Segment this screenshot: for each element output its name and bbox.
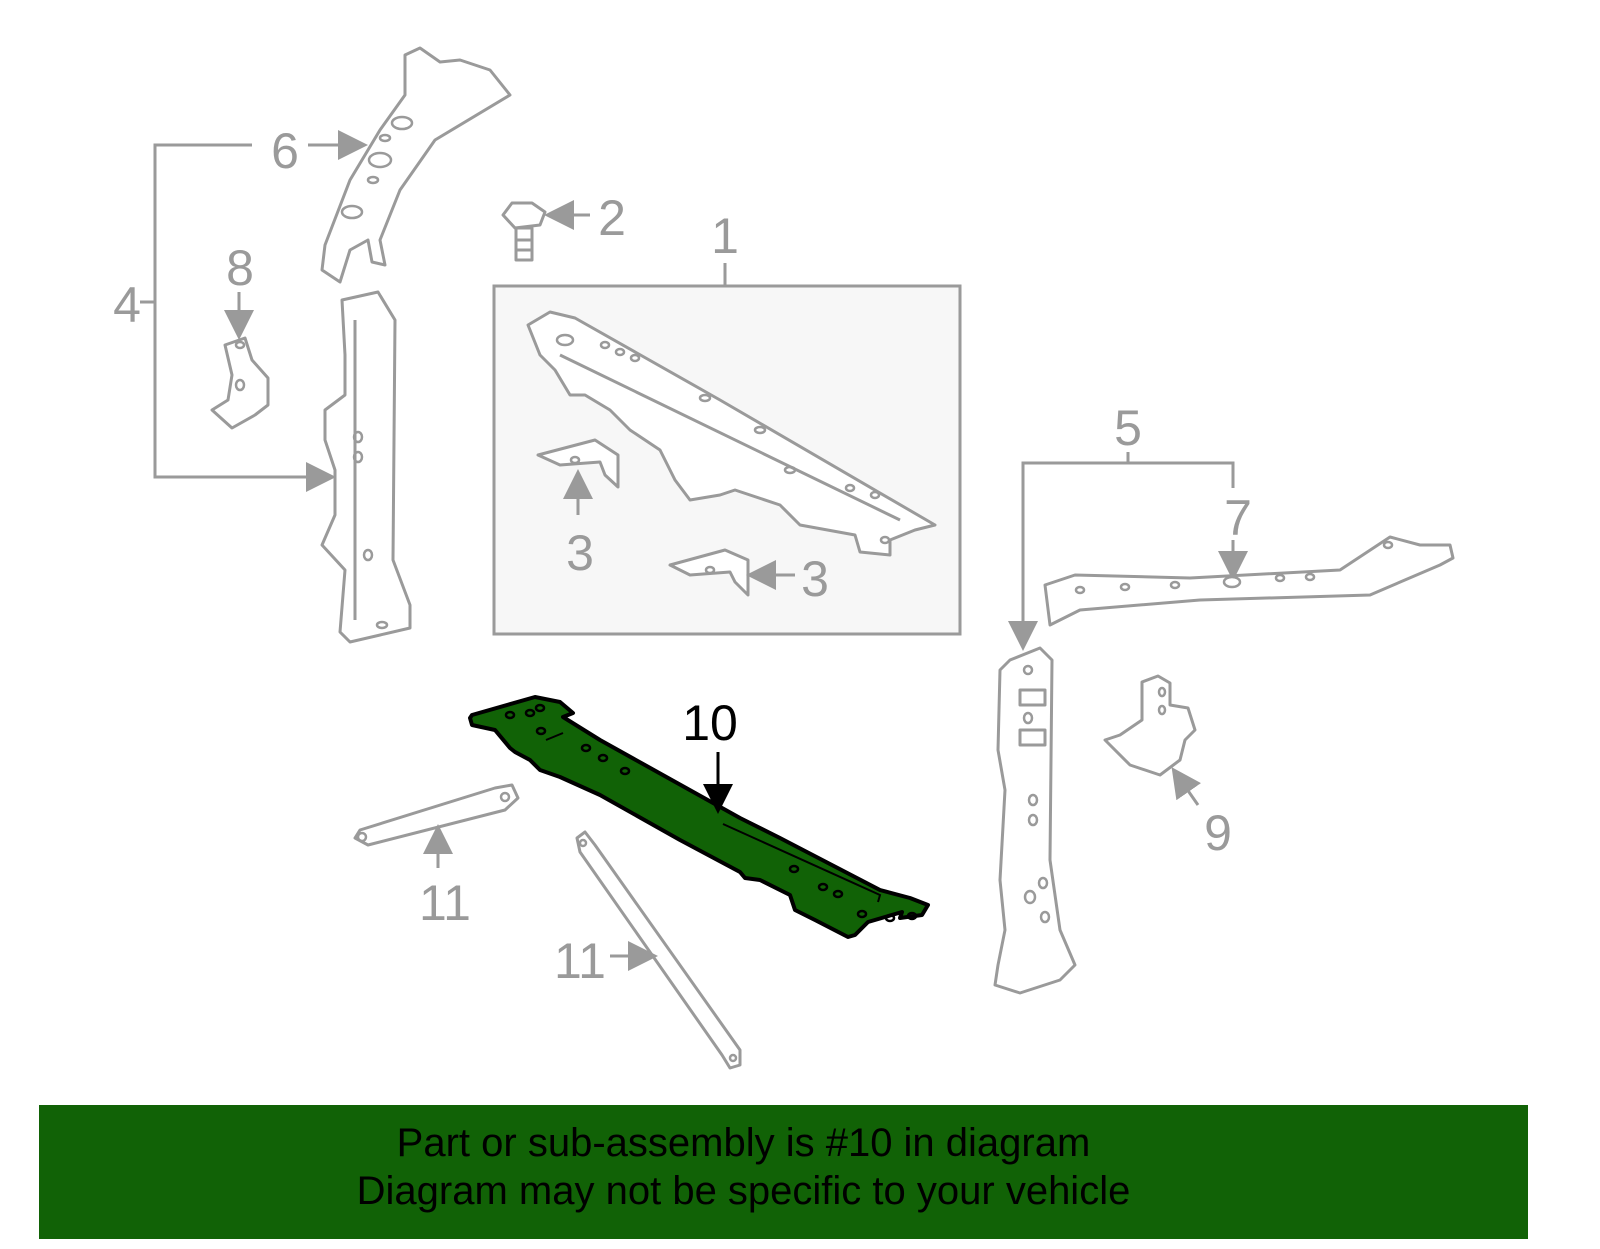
part-5[interactable] — [993, 646, 1077, 995]
part-7[interactable] — [1043, 535, 1455, 627]
callout-11b: 11 — [554, 933, 606, 989]
callout-6: 6 — [271, 123, 299, 179]
part-1[interactable] — [526, 310, 937, 557]
banner-line-2: Diagram may not be specific to your vehi… — [356, 1169, 1131, 1213]
part-9[interactable] — [1103, 674, 1197, 777]
part-2[interactable] — [501, 201, 547, 262]
callout-4: 4 — [113, 277, 141, 333]
part-11b[interactable] — [575, 830, 742, 1070]
part-3a[interactable] — [536, 438, 620, 489]
callout-5: 5 — [1114, 400, 1142, 456]
callout-7: 7 — [1224, 490, 1252, 546]
notice-banner: Part or sub-assembly is #10 in diagram D… — [39, 1105, 1528, 1239]
banner-line-1: Part or sub-assembly is #10 in diagram — [396, 1121, 1091, 1165]
callout-1: 1 — [711, 208, 739, 264]
callout-8: 8 — [226, 240, 254, 296]
callout-9: 9 — [1204, 805, 1232, 861]
part-11a[interactable] — [353, 783, 520, 847]
part-4[interactable] — [320, 290, 412, 644]
part-3b[interactable] — [668, 548, 750, 597]
callout-3b: 3 — [801, 551, 829, 607]
part-6[interactable] — [320, 46, 512, 284]
callout-3a: 3 — [566, 525, 594, 581]
callout-11a: 11 — [419, 875, 471, 931]
part-8[interactable] — [210, 336, 270, 430]
part-10-highlighted[interactable] — [468, 695, 930, 939]
callout-2: 2 — [598, 190, 626, 246]
callout-10: 10 — [682, 695, 738, 751]
